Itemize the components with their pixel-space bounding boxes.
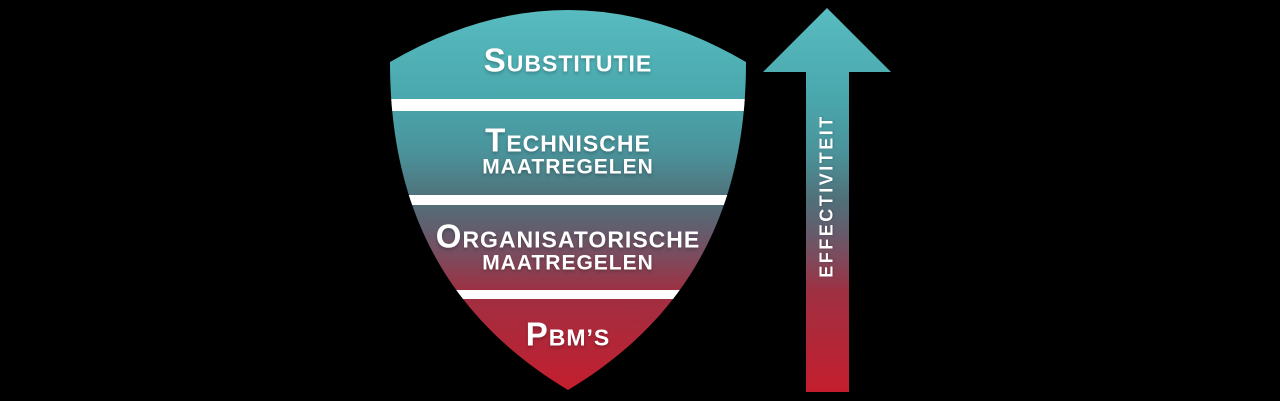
up-arrow-shape [763,8,891,392]
separator-line [390,290,746,299]
band-label-substitutie: SUBSTITUTIE [483,41,653,79]
band-label-technische-line2: MAATREGELEN [482,155,654,179]
separator-line [390,99,746,111]
band-label-organisatorische: ORGANISATORISCHE [435,217,701,255]
band-label-pbms: PBM’S [525,315,611,353]
band-label-technische: TECHNISCHE [485,121,651,159]
effectivity-arrow-label: EFFECTIVITEIT [816,114,837,278]
band-label-organisatorische-line2: MAATREGELEN [482,251,654,275]
separator-line [390,195,746,205]
